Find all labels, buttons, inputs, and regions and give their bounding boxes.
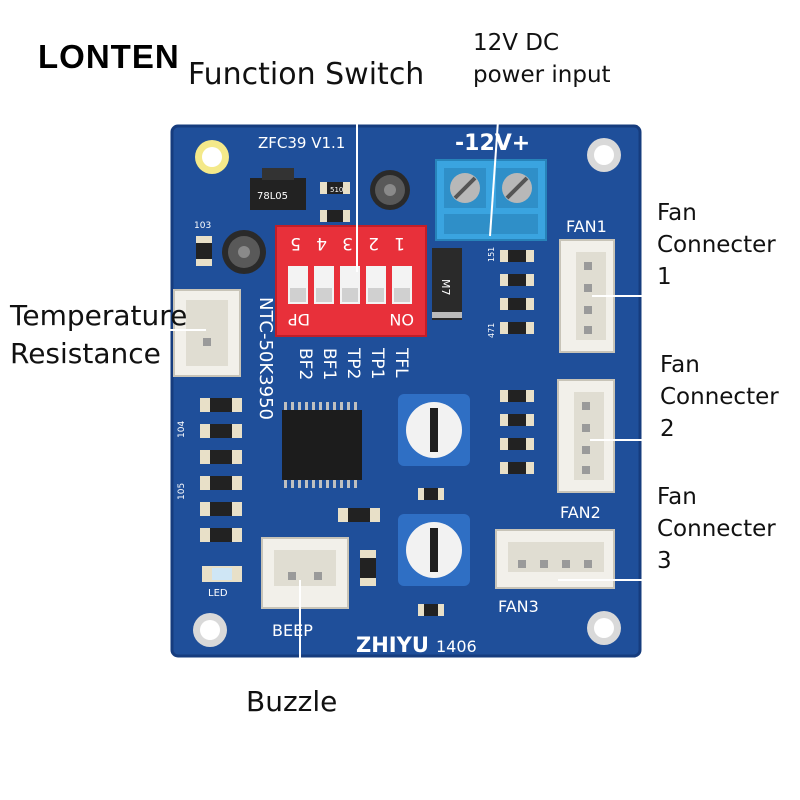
function-label-tfl: TFL (391, 347, 411, 378)
callout-lines (95, 91, 668, 688)
resistor-151-label: 151 (487, 247, 496, 262)
board-model: ZFC39 V1.1 (258, 134, 345, 152)
led-label: LED (208, 588, 228, 599)
resistor-103-top-label: 103 (194, 221, 211, 231)
brand-logo: LONTEN (38, 38, 180, 75)
callout-fan1-line3: 1 (657, 264, 672, 290)
callout-buzzle: Buzzle (246, 685, 338, 718)
callout-fan3-line3: 3 (657, 548, 672, 574)
callout-temperature-line2: Resistance (10, 337, 161, 370)
resistor-471-label: 471 (487, 323, 496, 338)
sensor-label: NTC-50K3950 (255, 297, 276, 420)
dip-number-4: 4 (316, 233, 327, 253)
callout-function-switch: Function Switch (188, 57, 425, 92)
fan2-board-label: FAN2 (560, 503, 601, 522)
resistor-510-label: 510 (330, 186, 343, 194)
callout-fan2-line3: 2 (660, 416, 675, 442)
dip-switch (275, 225, 427, 337)
callout-power-input-line1: 12V DC (473, 30, 560, 56)
fan3-board-label: FAN3 (498, 597, 539, 616)
resistors-left-column (200, 398, 242, 542)
fan1-board-label: FAN1 (566, 217, 607, 236)
callout-power-input-line2: power input (473, 62, 611, 88)
callout-temperature-line1: Temperature (10, 299, 188, 332)
microcontroller-chip (282, 402, 362, 488)
resistors-fan1 (500, 250, 534, 334)
function-labels: TFL TP1 TP2 BF1 BF2 (295, 347, 411, 380)
dip-number-5: 5 (290, 233, 301, 253)
potentiometer-bottom (398, 514, 470, 586)
beep-connector (261, 537, 349, 609)
callout-fan3-line2: Connecter (657, 516, 776, 542)
potentiometer-top (398, 394, 470, 466)
temperature-sensor-connector (173, 289, 241, 377)
function-label-bf1: BF1 (319, 348, 339, 380)
dip-number-3: 3 (342, 233, 353, 253)
dip-number-1: 1 (394, 233, 405, 253)
function-label-bf2: BF2 (295, 348, 315, 380)
callout-fan3-line1: Fan (657, 484, 697, 510)
maker-code-label: 1406 (436, 637, 477, 656)
power-terminal-block (435, 159, 547, 241)
dip-dp-label: DP (288, 310, 310, 329)
fan2-connector (557, 379, 615, 493)
mounting-holes (193, 138, 621, 647)
function-label-tp2: TP2 (343, 347, 363, 379)
dip-numbers: 5 4 3 2 1 (290, 233, 405, 253)
callout-fan2-line1: Fan (660, 352, 700, 378)
regulator-label: 78L05 (257, 191, 288, 202)
callout-fan2-line2: Connecter (660, 384, 779, 410)
callout-fan1-line1: Fan (657, 200, 697, 226)
resistor-105-label: 105 (177, 483, 187, 500)
fan3-connector (495, 529, 615, 589)
regulator-chip (250, 178, 306, 210)
diode-m7-label: M7 (439, 279, 452, 296)
resistors-fan2 (500, 390, 534, 474)
function-label-tp1: TP1 (367, 347, 387, 379)
maker-label: ZHIYU (356, 633, 429, 657)
dip-on-label: ON (389, 310, 414, 329)
beep-board-label: BEEP (272, 621, 313, 640)
capacitor-left (222, 230, 266, 274)
voltage-label: -12V+ (455, 131, 530, 156)
diode-m7 (432, 248, 462, 320)
dip-number-2: 2 (368, 233, 379, 253)
resistor-104-label: 104 (177, 421, 187, 438)
callout-fan1-line2: Connecter (657, 232, 776, 258)
capacitor-top (370, 170, 410, 210)
